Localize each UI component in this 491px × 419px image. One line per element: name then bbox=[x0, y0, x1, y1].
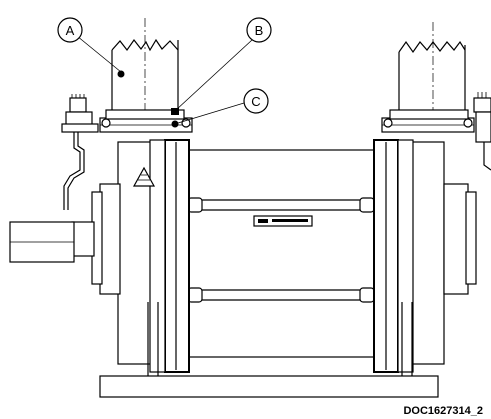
callout-a-label: A bbox=[66, 23, 75, 38]
right-valve bbox=[473, 92, 491, 171]
left-valve bbox=[61, 94, 99, 210]
callout-a: A bbox=[57, 17, 83, 43]
right-flange bbox=[381, 109, 475, 133]
support-legs bbox=[147, 302, 413, 376]
callout-b-label: B bbox=[255, 23, 264, 38]
warning-triangle-icon bbox=[132, 166, 156, 187]
left-pipe bbox=[111, 18, 179, 125]
callout-c: C bbox=[243, 88, 269, 114]
document-reference: DOC1627314_2 bbox=[403, 405, 483, 417]
base-plate bbox=[99, 375, 439, 398]
callout-c-label: C bbox=[251, 94, 260, 109]
rotor-body bbox=[185, 149, 377, 358]
right-pipe bbox=[398, 22, 466, 125]
leader-lines bbox=[76, 35, 253, 124]
left-flange bbox=[99, 109, 193, 133]
flange-bolt bbox=[171, 108, 179, 128]
callout-b: B bbox=[246, 17, 272, 43]
